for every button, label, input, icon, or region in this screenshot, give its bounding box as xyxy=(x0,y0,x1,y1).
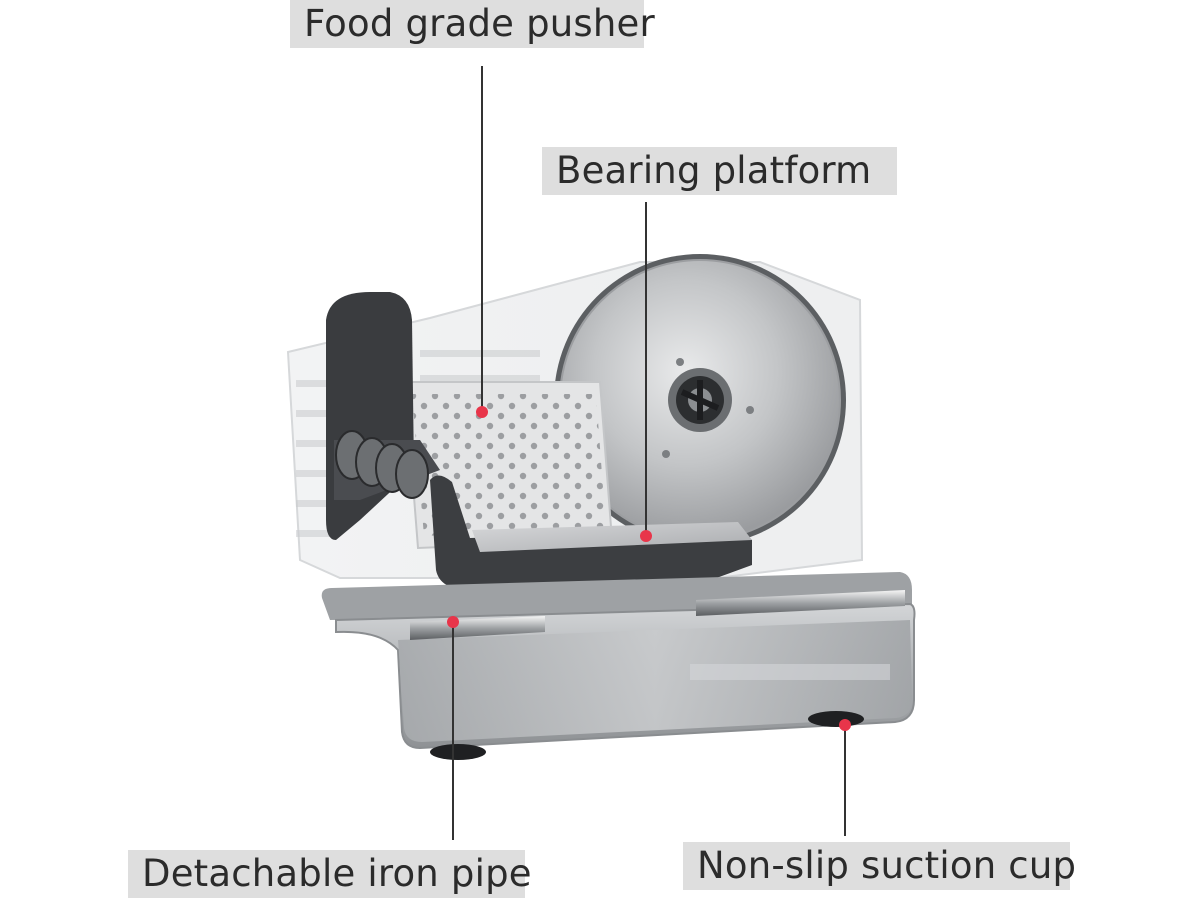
marker-dot-pusher xyxy=(476,406,488,418)
dark-pusher xyxy=(326,292,440,540)
callout-bearing-platform: Bearing platform xyxy=(542,147,897,195)
guard-stripes xyxy=(296,350,540,537)
iron-pipe xyxy=(410,590,905,640)
marker-dot-platform xyxy=(640,530,652,542)
marker-dots xyxy=(447,406,851,731)
serrated-blade xyxy=(554,254,846,546)
leader-lines xyxy=(452,66,846,840)
callout-non-slip-suction-cup: Non-slip suction cup xyxy=(683,842,1076,890)
callout-detachable-iron-pipe: Detachable iron pipe xyxy=(128,850,532,898)
marker-dot-suction xyxy=(839,719,851,731)
marker-dot-pipe xyxy=(447,616,459,628)
pusher-coil xyxy=(335,430,429,499)
callout-food-grade-pusher: Food grade pusher xyxy=(290,0,655,48)
